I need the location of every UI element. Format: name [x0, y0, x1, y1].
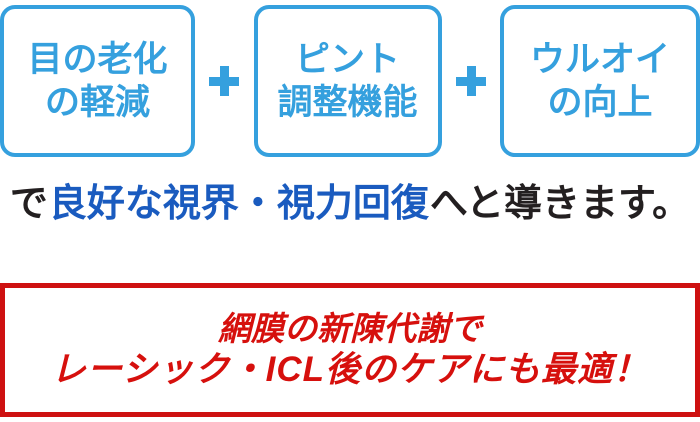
benefit-box-2-line-1: ピント: [294, 39, 400, 79]
lead-suffix: へと導きます。: [429, 183, 691, 225]
benefits-row: 目の老化 の軽減 ピント 調整機能 ウルオイ の向上: [0, 0, 700, 162]
benefit-box-3: ウルオイ の向上: [500, 5, 700, 157]
lead-sentence: で良好な視界・視力回復へと導きます。: [0, 183, 700, 255]
benefit-box-1-line-1: 目の老化: [27, 39, 168, 79]
lead-prefix: で: [9, 183, 48, 225]
lead-highlighted-phrase: 良好な視界・視力回復: [47, 183, 430, 227]
plus-icon-2: [455, 66, 486, 96]
benefit-box-3-line-2: の向上: [547, 83, 653, 122]
benefit-box-1: 目の老化 の軽減: [0, 5, 195, 157]
benefit-box-2-line-2: 調整機能: [277, 83, 418, 122]
callout-line-1: 網膜の新陳代謝で: [218, 310, 482, 348]
benefit-box-3-line-1: ウルオイ: [529, 39, 670, 79]
plus-icon-1: [209, 66, 240, 96]
callout-box: 網膜の新陳代謝で レーシック・ICL後のケアにも最適！: [0, 283, 700, 417]
benefit-box-2: ピント 調整機能: [253, 5, 442, 157]
benefit-box-1-line-2: の軽減: [44, 83, 150, 122]
callout-line-2: レーシック・ICL後のケアにも最適！: [51, 349, 649, 389]
